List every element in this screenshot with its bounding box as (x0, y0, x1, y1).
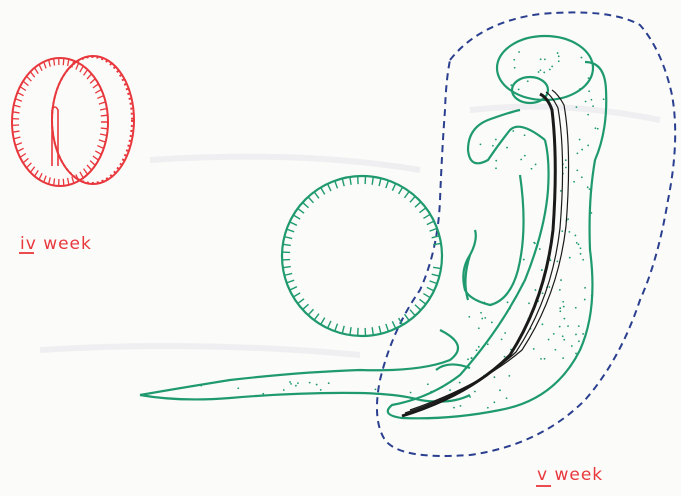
v-week-embryo (140, 36, 606, 418)
body-stalk (140, 330, 458, 395)
embryo-body-outline (388, 62, 607, 418)
iv-week-embryo (12, 56, 134, 186)
v-week-label: v week (536, 465, 603, 486)
iv-week-label: iv week (19, 234, 92, 254)
iv-week-label-text: iv week (20, 234, 92, 254)
paper-texture (40, 107, 660, 355)
chorion-outline (377, 12, 675, 456)
v-week-label-text: v week (537, 465, 603, 485)
yolk-sac (282, 176, 442, 336)
